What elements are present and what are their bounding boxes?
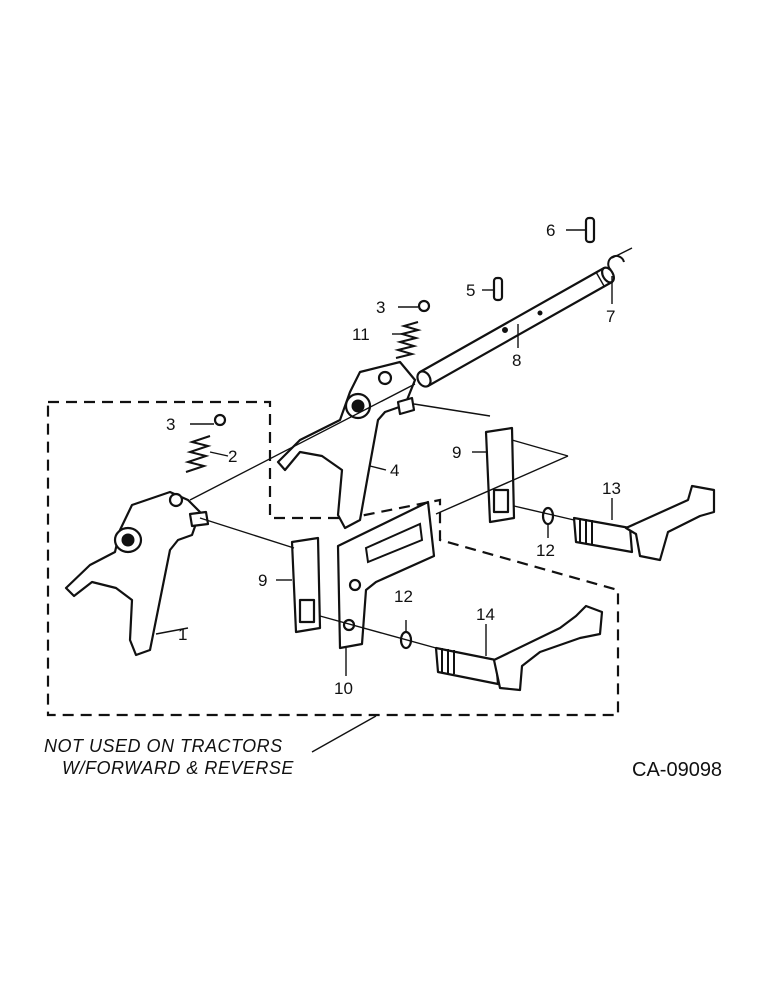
roll-pin-upper [584, 216, 596, 244]
callout-1: 1 [178, 625, 187, 644]
callout-11: 11 [352, 325, 370, 344]
shift-fork-upper [276, 360, 417, 530]
drawing-id: CA-09098 [632, 759, 722, 781]
callout-6: 6 [546, 221, 555, 240]
callout-10: 10 [334, 679, 353, 698]
callout-13: 13 [602, 479, 621, 498]
shift-lever-shaft-lower [434, 604, 604, 692]
leader-lines [155, 229, 613, 676]
callout-12-upper: 12 [536, 541, 555, 560]
detent-ball-lower [213, 413, 227, 427]
callout-12-lower: 12 [394, 587, 413, 606]
washer-upper [541, 506, 555, 526]
detent-spring-lower [184, 435, 212, 473]
callout-7: 7 [606, 307, 615, 326]
shift-lever-shaft-upper [572, 484, 716, 562]
note-leader [311, 715, 377, 753]
optional-group-boundary [46, 400, 620, 717]
callout-9-lower: 9 [258, 571, 267, 590]
shift-fork-lower [64, 490, 210, 657]
callout-5: 5 [466, 281, 475, 300]
guide-plate [336, 500, 436, 650]
note-line-1: NOT USED ON TRACTORS [44, 736, 283, 756]
callout-8: 8 [512, 351, 521, 370]
callout-9-upper: 9 [452, 443, 461, 462]
callout-3-lower: 3 [166, 415, 175, 434]
note-line-2: W/FORWARD & REVERSE [62, 758, 294, 778]
shift-arm-upper [484, 426, 516, 524]
callout-3-upper: 3 [376, 298, 385, 317]
callout-4: 4 [390, 461, 399, 480]
detent-ball-upper [417, 299, 431, 313]
callout-14: 14 [476, 605, 495, 624]
shift-rail [416, 266, 615, 388]
detent-spring-upper [394, 321, 422, 359]
snap-ring [607, 255, 625, 271]
shift-arm-lower [290, 536, 322, 634]
roll-pin-rail [492, 276, 504, 302]
callout-2: 2 [228, 447, 237, 466]
